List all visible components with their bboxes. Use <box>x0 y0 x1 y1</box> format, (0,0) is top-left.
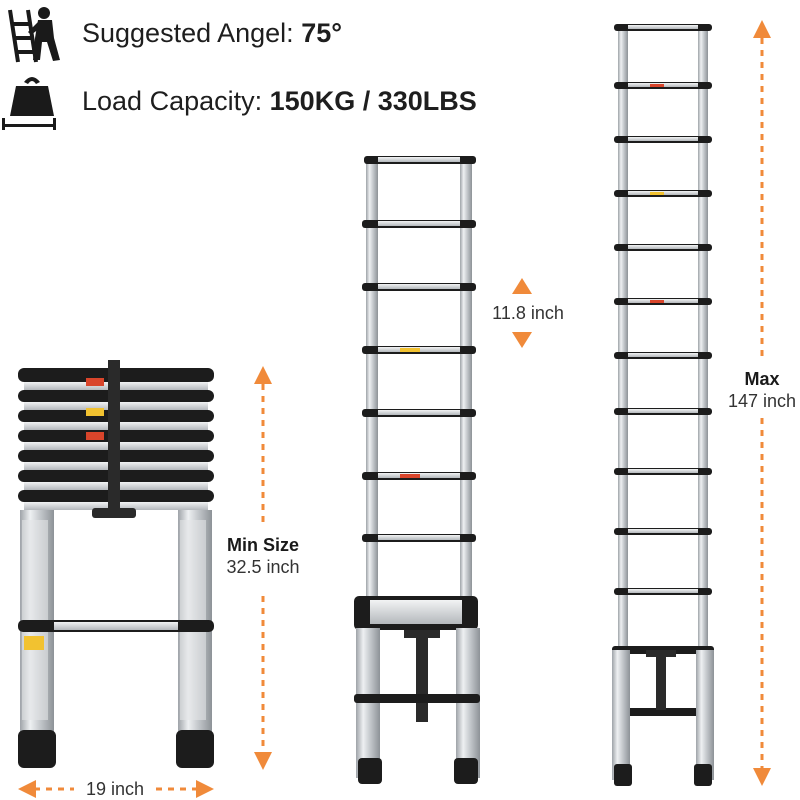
load-spec: Load Capacity: 150KG / 330LBS <box>82 86 477 117</box>
width-label: 19 inch <box>85 779 145 799</box>
weight-kettlebell-icon <box>2 77 56 130</box>
medium-ladder <box>354 156 480 784</box>
max-size-label: Max 147 inch <box>712 368 800 412</box>
load-value: 150KG / 330LBS <box>269 86 477 116</box>
load-label: Load Capacity: <box>82 86 263 116</box>
person-climbing-ladder-icon <box>8 7 60 63</box>
width-dimension-arrow <box>18 780 214 798</box>
rung-spacing-dimension-arrow <box>512 278 532 348</box>
angle-spec: Suggested Angel: 75° <box>82 18 342 49</box>
max-size-value: 147 inch <box>727 391 797 411</box>
max-size-dimension-arrow <box>753 20 771 786</box>
min-size-title: Min Size <box>226 535 299 555</box>
min-size-dimension-arrow <box>254 366 272 770</box>
collapsed-ladder <box>18 360 214 768</box>
extended-ladder <box>612 24 714 786</box>
max-size-title: Max <box>744 369 780 389</box>
min-size-value: 32.5 inch <box>226 557 300 577</box>
rung-spacing-label: 11.8 inch <box>492 303 564 323</box>
min-size-label: Min Size 32.5 inch <box>210 534 316 578</box>
angle-label: Suggested Angel: <box>82 18 294 48</box>
angle-value: 75° <box>301 18 343 48</box>
